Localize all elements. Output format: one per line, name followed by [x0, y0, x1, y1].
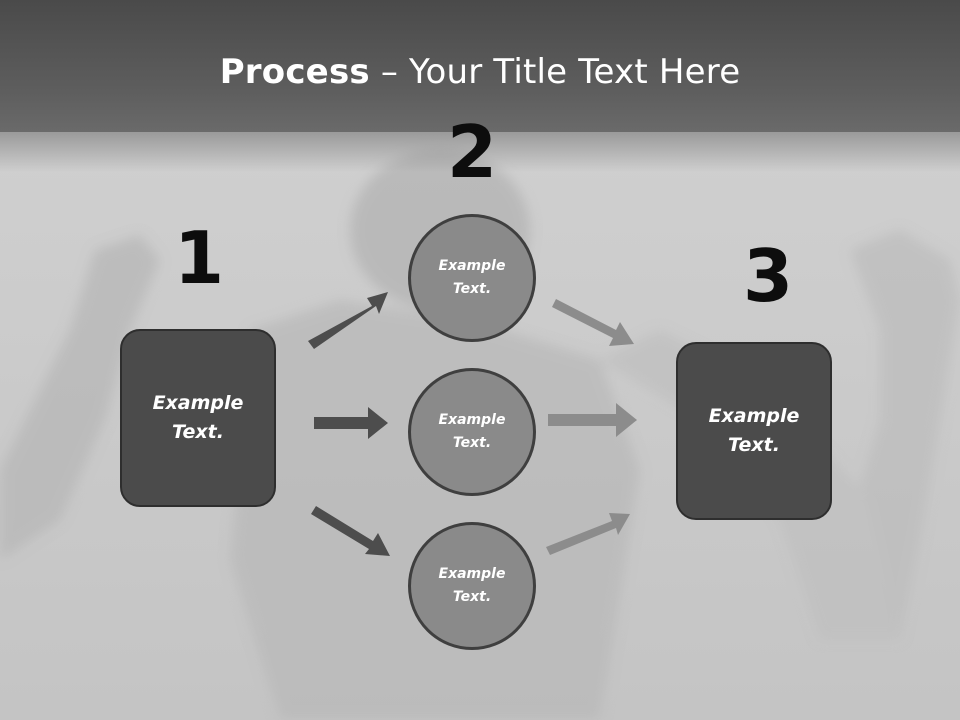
circle-top-text: Example Text. [438, 258, 506, 297]
title-bold: Process [219, 52, 370, 92]
circle-bottom-text: Example Text. [438, 566, 506, 605]
title-bar [0, 0, 960, 132]
circle-middle-text: Example Text. [438, 412, 506, 451]
step-box-3-text: Example Text. [708, 405, 800, 456]
arrow-top-to-3 [552, 299, 634, 346]
circle-bottom: Example Text. [408, 522, 536, 650]
arrow-1-to-middle [314, 407, 388, 439]
arrow-1-to-bottom [311, 506, 390, 556]
title-rest: – Your Title Text Here [369, 52, 741, 92]
step-number-2: 2 [446, 110, 498, 194]
step-box-1: Example Text. [120, 329, 276, 507]
circle-top: Example Text. [408, 214, 536, 342]
title-bar-fade [0, 132, 960, 172]
step-box-1-text: Example Text. [152, 392, 244, 443]
step-number-3: 3 [742, 234, 794, 318]
arrow-1-to-top [308, 292, 388, 349]
slide-title: Process – Your Title Text Here [0, 52, 960, 92]
step-number-1: 1 [173, 216, 225, 300]
arrow-bottom-to-3 [546, 513, 630, 555]
step-box-3: Example Text. [676, 342, 832, 520]
arrow-middle-to-3 [548, 403, 637, 437]
circle-middle: Example Text. [408, 368, 536, 496]
